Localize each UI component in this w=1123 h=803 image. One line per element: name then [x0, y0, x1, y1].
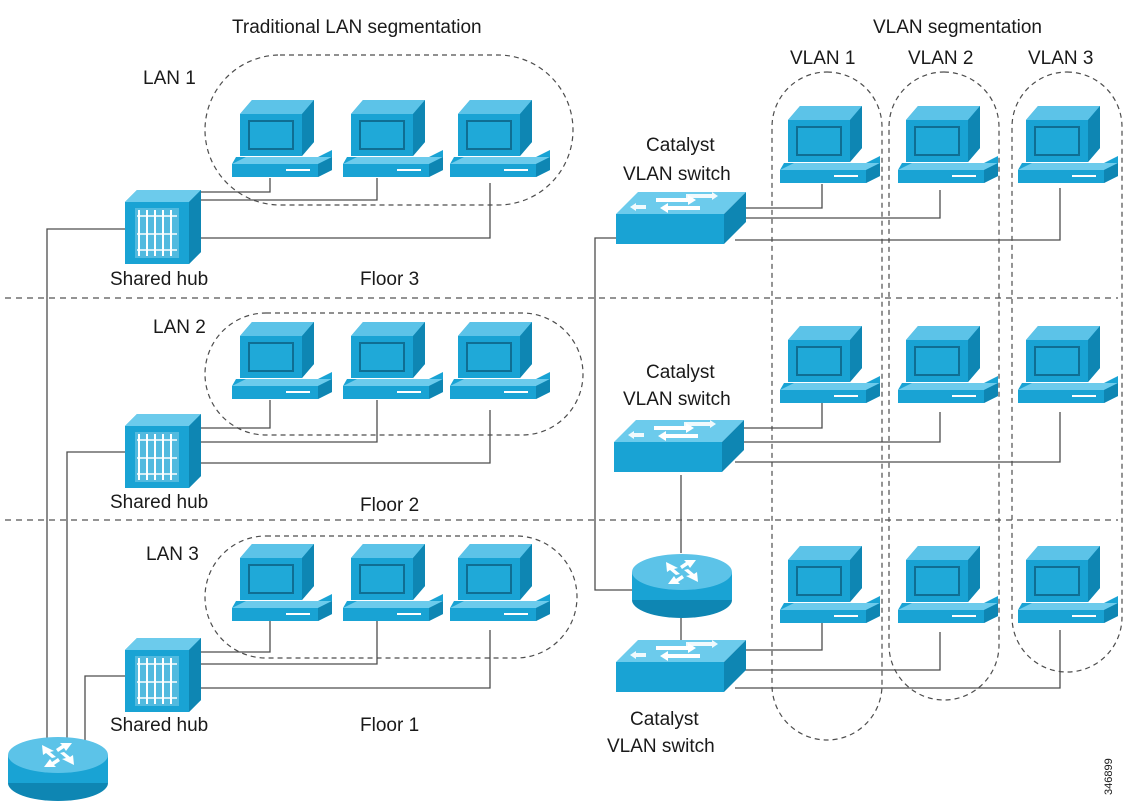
floor-2-hub-label: Shared hub — [110, 492, 208, 513]
figure-id: 346899 — [1103, 758, 1115, 795]
floor-2-vlan-1-computer-icon — [779, 325, 881, 404]
floor-3-hub-label: Shared hub — [110, 269, 208, 290]
floor-1-shared-hub-icon — [124, 637, 202, 713]
lan-3-computer-1-icon — [231, 543, 333, 622]
floor-3-switch-label-line1: Catalyst — [646, 135, 715, 156]
backbone-router-icon — [8, 737, 108, 801]
vlan-2-group-outline — [888, 71, 1000, 701]
lan-1-computer-3-icon — [449, 99, 551, 178]
lan-3-group-outline — [204, 535, 578, 659]
vlan-3-column-label: VLAN 3 — [1028, 48, 1093, 69]
floor-3-switch-label-line2: VLAN switch — [623, 164, 731, 185]
lan-1-computer-2-icon — [342, 99, 444, 178]
lan-2-computer-1-icon — [231, 321, 333, 400]
vlan-segmentation-title: VLAN segmentation — [873, 17, 1042, 38]
floor-1-label: Floor 1 — [360, 715, 419, 736]
floor-1-switch-label-line1: Catalyst — [630, 709, 699, 730]
lan-1-computer-1-icon — [231, 99, 333, 178]
floor-2-switch-label-line1: Catalyst — [646, 362, 715, 383]
lan-1-label: LAN 1 — [143, 68, 196, 89]
floor-2-switch-label-line2: VLAN switch — [623, 389, 731, 410]
floor-3-vlan-3-computer-icon — [1017, 105, 1119, 184]
vlan-wiring — [594, 184, 1061, 689]
floor-2-catalyst-switch-icon — [614, 420, 744, 472]
floor-1-catalyst-switch-icon — [616, 640, 746, 692]
vlan-1-group-outline — [771, 71, 883, 741]
floor-1-switch-label-line2: VLAN switch — [607, 736, 715, 757]
floor-2-vlan-3-computer-icon — [1017, 325, 1119, 404]
floor-2-shared-hub-icon — [124, 413, 202, 489]
lan-3-computer-2-icon — [342, 543, 444, 622]
floor-3-vlan-2-computer-icon — [897, 105, 999, 184]
floor-1-vlan-1-computer-icon — [779, 545, 881, 624]
lan-2-computer-2-icon — [342, 321, 444, 400]
vlan-router-icon — [632, 554, 732, 618]
floor-1-vlan-2-computer-icon — [897, 545, 999, 624]
traditional-lan-title: Traditional LAN segmentation — [232, 17, 482, 38]
vlan-1-column-label: VLAN 1 — [790, 48, 855, 69]
traditional-lan-wiring — [46, 178, 491, 742]
lan-1-group-outline — [204, 54, 574, 206]
vlan-2-column-label: VLAN 2 — [908, 48, 973, 69]
floor-2-vlan-2-computer-icon — [897, 325, 999, 404]
lan-3-label: LAN 3 — [146, 544, 199, 565]
floor-1-vlan-3-computer-icon — [1017, 545, 1119, 624]
lan-2-computer-3-icon — [449, 321, 551, 400]
floor-2-label: Floor 2 — [360, 495, 419, 516]
vlan-3-group-outline — [1011, 71, 1123, 673]
lan-2-label: LAN 2 — [153, 317, 206, 338]
floor-3-label: Floor 3 — [360, 269, 419, 290]
floor-1-hub-label: Shared hub — [110, 715, 208, 736]
floor-3-shared-hub-icon — [124, 189, 202, 265]
floor-3-vlan-1-computer-icon — [779, 105, 881, 184]
lan-3-computer-3-icon — [449, 543, 551, 622]
floor-3-catalyst-switch-icon — [616, 192, 746, 244]
lan-2-group-outline — [204, 312, 584, 436]
